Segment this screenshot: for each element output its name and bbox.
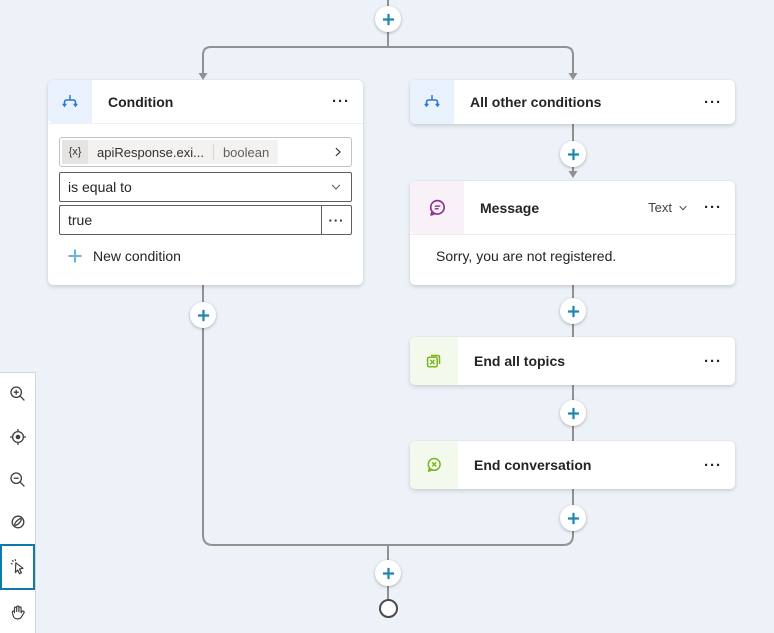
pan-tool-button[interactable]	[0, 590, 35, 633]
operator-value: is equal to	[68, 179, 132, 195]
message-node-title: Message	[480, 199, 540, 216]
message-format-value: Text	[648, 200, 672, 215]
condition-node[interactable]: Condition ··· {x} apiResponse.exi... boo…	[48, 80, 363, 285]
end-node	[379, 599, 398, 618]
end-conversation-more-button[interactable]: ···	[704, 456, 722, 474]
variable-name: apiResponse.exi...	[97, 144, 204, 160]
zoom-out-icon	[9, 472, 25, 487]
plus-icon	[197, 309, 209, 321]
chevron-down-icon	[679, 205, 687, 211]
reset-zoom-icon	[11, 515, 24, 529]
variable-icon: {x}	[62, 140, 88, 164]
condition-variable-picker[interactable]: {x} apiResponse.exi... boolean	[59, 137, 352, 167]
add-node-button[interactable]	[375, 6, 401, 32]
zoom-in-button[interactable]	[0, 373, 35, 416]
condition-operator-select[interactable]: is equal to	[59, 172, 352, 202]
message-format-dropdown[interactable]: Text	[646, 198, 691, 217]
plus-icon	[567, 407, 579, 419]
pan-hand-icon	[11, 605, 25, 620]
plus-icon	[567, 512, 579, 524]
end-conversation-title: End conversation	[474, 457, 592, 473]
end-all-topics-title: End all topics	[474, 353, 566, 369]
end-conversation-node[interactable]: End conversation ···	[410, 441, 735, 489]
new-condition-label: New condition	[93, 248, 181, 264]
chip-divider	[212, 144, 214, 160]
condition-value-field[interactable]: true ···	[59, 205, 352, 235]
message-bubble-icon	[410, 181, 464, 234]
reset-zoom-button[interactable]	[0, 501, 35, 544]
condition-more-button[interactable]: ···	[332, 93, 350, 110]
message-node[interactable]: Message Text ··· Sorry, you are not regi…	[410, 181, 735, 285]
plus-icon	[567, 305, 579, 317]
end-all-topics-more-button[interactable]: ···	[704, 352, 722, 370]
all-other-conditions-title: All other conditions	[470, 94, 602, 110]
end-all-topics-node[interactable]: End all topics ···	[410, 337, 735, 385]
variable-chip[interactable]: {x} apiResponse.exi... boolean	[62, 140, 279, 164]
zoom-in-icon	[9, 386, 25, 402]
condition-node-header: Condition ···	[48, 80, 363, 124]
condition-branch-icon	[410, 80, 454, 124]
condition-editor: {x} apiResponse.exi... boolean is equal …	[48, 124, 363, 264]
new-condition-button[interactable]: New condition	[59, 248, 352, 264]
add-node-button[interactable]	[560, 298, 586, 324]
plus-icon	[382, 13, 394, 25]
add-node-button[interactable]	[560, 141, 586, 167]
center-view-button[interactable]	[0, 415, 35, 459]
chevron-down-icon	[331, 184, 341, 190]
select-tool-button[interactable]	[0, 543, 35, 591]
add-node-button[interactable]	[560, 505, 586, 531]
plus-icon	[567, 148, 579, 160]
end-conversation-icon	[410, 441, 458, 489]
end-all-topics-icon	[410, 337, 458, 385]
chevron-right-icon[interactable]	[331, 145, 345, 159]
add-node-button[interactable]	[375, 560, 401, 586]
condition-node-title: Condition	[108, 93, 174, 110]
center-view-icon	[9, 429, 26, 445]
variable-type: boolean	[222, 144, 270, 160]
message-text[interactable]: Sorry, you are not registered.	[436, 248, 617, 264]
condition-value-text: true	[68, 212, 93, 228]
add-node-button[interactable]	[560, 400, 586, 426]
plus-icon	[382, 567, 394, 579]
all-other-more-button[interactable]: ···	[704, 93, 722, 111]
zoom-out-button[interactable]	[0, 458, 35, 502]
condition-branch-icon	[48, 80, 92, 123]
select-cursor-icon	[10, 559, 24, 575]
all-other-conditions-node[interactable]: All other conditions ···	[410, 80, 735, 124]
value-more-button[interactable]: ···	[321, 206, 351, 234]
message-more-button[interactable]: ···	[704, 199, 722, 216]
canvas-toolbar	[0, 372, 36, 633]
plus-icon	[68, 249, 82, 263]
add-node-button[interactable]	[190, 302, 216, 328]
